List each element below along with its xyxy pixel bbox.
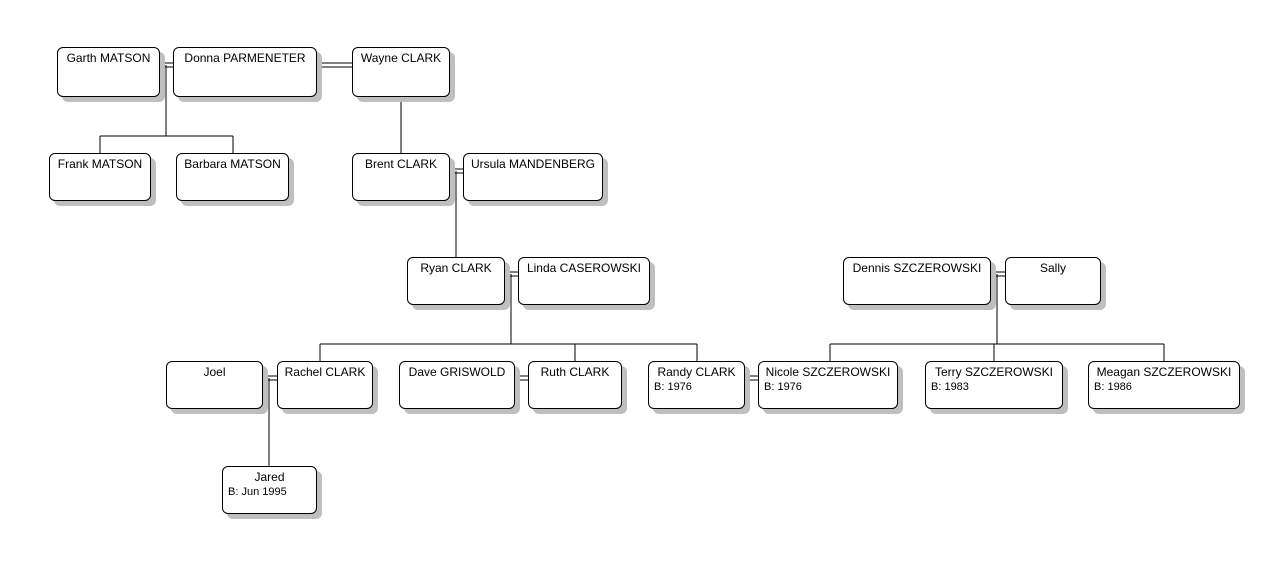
person-box-meagan-szczerowski[interactable]: Meagan SZCZEROWSKI B: 1986 (1088, 361, 1240, 409)
person-box-randy-clark[interactable]: Randy CLARK B: 1976 (648, 361, 745, 409)
person-name: Garth MATSON (66, 51, 151, 65)
person-box-ursula-mandenberg[interactable]: Ursula MANDENBERG (463, 153, 603, 201)
person-name: Nicole SZCZEROWSKI (765, 365, 891, 379)
person-name: Jared (254, 470, 285, 484)
birth-date: B: 1986 (1094, 381, 1132, 393)
person-box-nicole-szczerowski[interactable]: Nicole SZCZEROWSKI B: 1976 (758, 361, 898, 409)
person-name: Brent CLARK (364, 157, 438, 171)
person-box-frank-matson[interactable]: Frank MATSON (49, 153, 151, 201)
person-box-jared[interactable]: Jared B: Jun 1995 (222, 466, 317, 514)
person-box-wayne-clark[interactable]: Wayne CLARK (352, 47, 450, 97)
person-name: Randy CLARK (657, 365, 736, 379)
person-box-garth-matson[interactable]: Garth MATSON (57, 47, 160, 97)
person-name: Joel (203, 365, 226, 379)
person-name: Dave GRISWOLD (408, 365, 506, 379)
person-name: Linda CASEROWSKI (526, 261, 642, 275)
birth-date: B: 1976 (764, 381, 802, 393)
person-box-linda-caserowski[interactable]: Linda CASEROWSKI (518, 257, 650, 305)
person-box-rachel-clark[interactable]: Rachel CLARK (277, 361, 373, 409)
person-box-donna-parmeneter[interactable]: Donna PARMENETER (173, 47, 317, 97)
person-box-barbara-matson[interactable]: Barbara MATSON (176, 153, 289, 201)
person-name: Meagan SZCZEROWSKI (1096, 365, 1232, 379)
person-name: Ruth CLARK (540, 365, 610, 379)
person-box-ruth-clark[interactable]: Ruth CLARK (528, 361, 622, 409)
person-name: Ursula MANDENBERG (470, 157, 596, 171)
person-name: Sally (1039, 261, 1066, 275)
birth-date: B: 1983 (931, 381, 969, 393)
birth-date: B: Jun 1995 (228, 486, 287, 498)
person-name: Terry SZCZEROWSKI (934, 365, 1053, 379)
person-name: Barbara MATSON (184, 157, 281, 171)
person-name: Wayne CLARK (360, 51, 442, 65)
person-box-terry-szczerowski[interactable]: Terry SZCZEROWSKI B: 1983 (925, 361, 1063, 409)
person-name: Rachel CLARK (284, 365, 366, 379)
person-name: Dennis SZCZEROWSKI (852, 261, 982, 275)
person-name: Ryan CLARK (420, 261, 492, 275)
person-box-sally[interactable]: Sally (1005, 257, 1101, 305)
person-name: Frank MATSON (57, 157, 143, 171)
person-box-joel[interactable]: Joel (166, 361, 263, 409)
person-box-dennis-szczerowski[interactable]: Dennis SZCZEROWSKI (843, 257, 991, 305)
birth-date: B: 1976 (654, 381, 692, 393)
person-box-dave-griswold[interactable]: Dave GRISWOLD (399, 361, 515, 409)
person-box-ryan-clark[interactable]: Ryan CLARK (407, 257, 505, 305)
person-name: Donna PARMENETER (184, 51, 306, 65)
person-box-brent-clark[interactable]: Brent CLARK (352, 153, 450, 201)
